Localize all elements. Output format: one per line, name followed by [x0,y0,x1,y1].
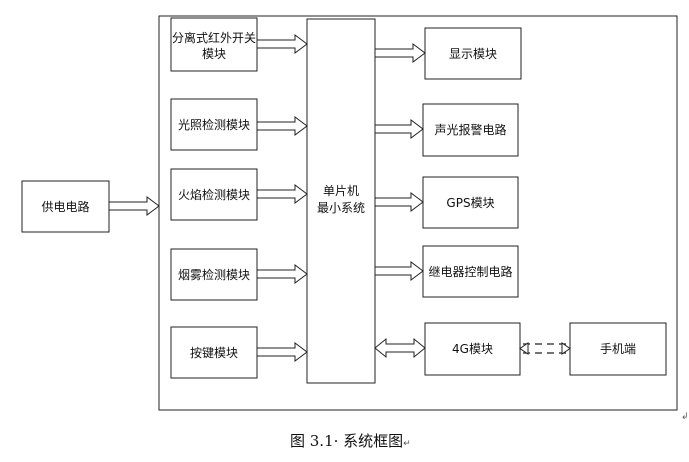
output-module-4g-label: 4G模块 [452,342,493,356]
mcu-label-line1: 单片机 [323,184,359,198]
input-module-light-detection: 光照检测模块 [170,98,258,151]
arrow-mcu-to-display [374,43,426,63]
figure-caption-text: 图 3.1· 系统框图 [290,432,403,450]
output-module-gps-label: GPS模块 [446,196,494,210]
wireless-link-4g-phone [519,342,571,355]
input-module-keypad: 按键模块 [170,326,258,379]
input-module-ir-switch-label-line1: 分离式红外开关 [172,30,256,45]
system-frame [158,15,678,411]
arrow-mcu-to-relay-control [374,261,424,281]
phone-module: 手机端 [569,322,667,376]
arrow-power-to-system [108,196,160,216]
arrow-light-detection-to-mcu [256,116,308,136]
output-module-alarm: 声光报警电路 [422,103,519,157]
input-module-light-detection-label: 光照检测模块 [178,117,250,132]
input-module-smoke-detection: 烟雾检测模块 [170,248,258,301]
output-module-relay-control-label: 继电器控制电路 [428,264,512,279]
input-module-keypad-label: 按键模块 [190,346,238,360]
output-module-relay-control: 继电器控制电路 [422,245,519,298]
arrow-mcu-to-gps [374,192,424,212]
corner-mark: ↲ [681,412,689,422]
figure-caption: 图 3.1· 系统框图↵ [290,432,411,450]
arrow-keypad-to-mcu [256,342,308,362]
arrow-flame-detection-to-mcu [256,184,308,204]
caption-return-mark: ↵ [403,439,411,449]
output-module-4g: 4G模块 [424,322,521,376]
mcu-module: 单片机 最小系统 [306,18,376,384]
input-module-ir-switch: 分离式红外开关 模块 [170,17,258,72]
arrow-mcu-to-alarm [374,119,424,139]
mcu-label-line2: 最小系统 [317,201,365,215]
arrow-smoke-detection-to-mcu [256,264,308,284]
phone-module-label: 手机端 [600,342,636,356]
arrow-ir-switch-to-mcu [256,34,308,54]
output-module-alarm-label: 声光报警电路 [434,122,506,137]
power-supply-label: 供电电路 [41,199,89,214]
output-module-display-label: 显示模块 [449,47,497,61]
input-module-ir-switch-label-line2: 模块 [202,47,226,61]
input-module-smoke-detection-label: 烟雾检测模块 [178,267,250,282]
input-module-flame-detection: 火焰检测模块 [170,168,258,221]
arrow-mcu-4g-bidirectional [374,337,426,359]
input-module-flame-detection-label: 火焰检测模块 [178,187,250,202]
output-module-display: 显示模块 [424,27,522,80]
power-supply-module: 供电电路 [21,180,110,233]
output-module-gps: GPS模块 [422,176,519,229]
